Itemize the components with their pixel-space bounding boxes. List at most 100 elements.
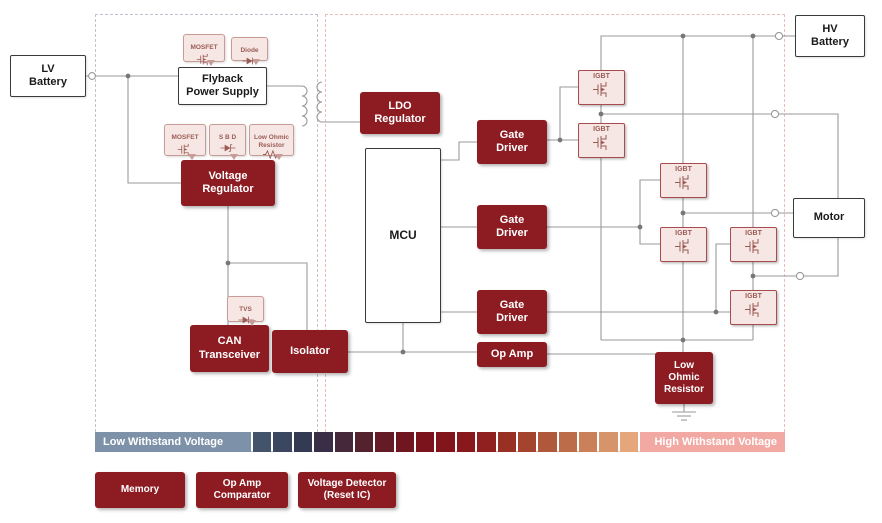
voltage-gradient-segment bbox=[558, 432, 577, 452]
chip-label: TVS bbox=[239, 306, 252, 314]
chip-sbd-vreg: S B D bbox=[209, 124, 246, 160]
chip-label: MOSFET bbox=[171, 134, 199, 142]
isolator-block: Isolator bbox=[272, 330, 348, 373]
voltage-gradient-segment bbox=[579, 432, 598, 452]
op-amp-label: Op Amp bbox=[490, 347, 534, 360]
gate-driver-label: Gate Driver bbox=[496, 298, 528, 324]
igbt-label: IGBT bbox=[593, 126, 610, 133]
gate-driver-3-block: Gate Driver bbox=[477, 290, 547, 334]
ldo-regulator-block: LDO Regulator bbox=[360, 92, 440, 134]
igbt-2: IGBT bbox=[578, 123, 625, 158]
voltage-gradient-segment bbox=[517, 432, 537, 452]
gate-driver-label: Gate Driver bbox=[496, 213, 528, 239]
chip-label: Low Ohmic Resistor bbox=[253, 134, 290, 149]
gate-driver-label: Gate Driver bbox=[496, 128, 528, 154]
legend-memory: Memory bbox=[95, 472, 185, 508]
flyback-power-supply-block: Flyback Power Supply bbox=[178, 67, 267, 105]
low-withstand-voltage-label: Low Withstand Voltage bbox=[103, 436, 224, 448]
shunt-rail bbox=[547, 158, 754, 355]
can-transceiver-block: CAN Transceiver bbox=[190, 325, 269, 372]
low-withstand-voltage-bar: Low Withstand Voltage bbox=[95, 432, 251, 452]
chip-diode-flyback: Diode bbox=[231, 37, 268, 65]
voltage-gradient-segment bbox=[395, 432, 414, 452]
voltage-gradient-segment bbox=[436, 432, 455, 452]
high-withstand-voltage-label: High Withstand Voltage bbox=[654, 436, 777, 448]
igbt-5: IGBT bbox=[730, 227, 777, 262]
legend-op-amp-comparator-label: Op Amp Comparator bbox=[213, 478, 271, 501]
motor-label: Motor bbox=[813, 211, 845, 224]
igbt-label: IGBT bbox=[675, 230, 692, 237]
sbd-symbol-icon bbox=[220, 144, 235, 152]
voltage-gradient-segment bbox=[334, 432, 353, 452]
igbt-1: IGBT bbox=[578, 70, 625, 105]
chip-low-ohmic-resistor-vreg: Low Ohmic Resistor bbox=[249, 124, 294, 160]
voltage-gradient-segment bbox=[273, 432, 292, 452]
igbt-symbol-icon bbox=[592, 82, 606, 97]
tvs-symbol-icon bbox=[238, 316, 253, 324]
igbt-symbol-icon bbox=[674, 239, 688, 254]
mcu-to-gate-driver-wires bbox=[441, 141, 477, 313]
high-withstand-voltage-bar: High Withstand Voltage bbox=[640, 432, 785, 452]
voltage-gradient-segment bbox=[456, 432, 476, 452]
igbt-symbol-icon bbox=[744, 302, 758, 317]
igbt-label: IGBT bbox=[675, 166, 692, 173]
voltage-gradient-segment bbox=[538, 432, 557, 452]
low-ohmic-resistor-block: Low Ohmic Resistor bbox=[655, 352, 713, 404]
hv-rail bbox=[600, 35, 795, 227]
legend-voltage-detector-label: Voltage Detector (Reset IC) bbox=[307, 478, 387, 501]
ldo-label: LDO Regulator bbox=[374, 99, 426, 125]
voltage-gradient-segment bbox=[477, 432, 496, 452]
voltage-gradient-segment bbox=[619, 432, 639, 452]
igbt-6: IGBT bbox=[730, 290, 777, 325]
low-ohmic-resistor-label: Low Ohmic Resistor bbox=[663, 359, 704, 396]
voltage-gradient-segment bbox=[253, 432, 272, 452]
flyback-label: Flyback Power Supply bbox=[186, 72, 259, 98]
gate-driver-2-block: Gate Driver bbox=[477, 205, 547, 249]
igbt-label: IGBT bbox=[593, 73, 610, 80]
mcu-label: MCU bbox=[389, 228, 417, 243]
mcu-block: MCU bbox=[365, 148, 441, 323]
igbt-4: IGBT bbox=[660, 227, 707, 262]
transformer-coil bbox=[267, 81, 360, 127]
diode-symbol-icon bbox=[242, 57, 257, 65]
motor-block: Motor bbox=[793, 198, 865, 238]
voltage-gradient-segment bbox=[375, 432, 394, 452]
legend-voltage-detector: Voltage Detector (Reset IC) bbox=[298, 472, 396, 508]
mosfet-symbol-icon bbox=[177, 143, 189, 156]
igbt-symbol-icon bbox=[744, 239, 758, 254]
chip-label: MOSFET bbox=[190, 44, 218, 52]
voltage-regulator-label: Voltage Regulator bbox=[202, 169, 254, 195]
voltage-gradient-segment bbox=[314, 432, 333, 452]
igbt-symbol-icon bbox=[674, 175, 688, 190]
igbt-3: IGBT bbox=[660, 163, 707, 198]
ground-symbol bbox=[672, 404, 696, 421]
voltage-gradient-segment bbox=[293, 432, 313, 452]
gate-driver-to-igbt-wires bbox=[547, 86, 730, 313]
legend-memory-label: Memory bbox=[120, 484, 160, 495]
chip-label: Diode bbox=[240, 47, 259, 55]
voltage-gradient-segment bbox=[416, 432, 435, 452]
voltage-gradient bbox=[253, 432, 639, 452]
chip-mosfet-vreg: MOSFET bbox=[164, 124, 206, 160]
igbt-label: IGBT bbox=[745, 293, 762, 300]
hv-battery-label: HV Battery bbox=[811, 22, 849, 48]
chip-label: S B D bbox=[218, 134, 237, 142]
hv-battery-block: HV Battery bbox=[795, 15, 865, 57]
voltage-gradient-segment bbox=[354, 432, 374, 452]
voltage-gradient-segment bbox=[497, 432, 516, 452]
chip-tvs-can: TVS bbox=[227, 296, 264, 326]
lv-battery-block: LV Battery bbox=[10, 55, 86, 97]
isolator-label: Isolator bbox=[290, 344, 330, 357]
igbt-symbol-icon bbox=[592, 135, 606, 150]
chip-mosfet-flyback: MOSFET bbox=[183, 34, 225, 66]
terminal-circles bbox=[88, 31, 805, 281]
lv-battery-label: LV Battery bbox=[29, 62, 67, 88]
op-amp-block: Op Amp bbox=[477, 342, 547, 367]
resistor-symbol-icon bbox=[262, 150, 281, 160]
voltage-gradient-segment bbox=[599, 432, 618, 452]
mosfet-symbol-icon bbox=[196, 53, 208, 66]
gate-driver-1-block: Gate Driver bbox=[477, 120, 547, 164]
igbt-label: IGBT bbox=[745, 230, 762, 237]
